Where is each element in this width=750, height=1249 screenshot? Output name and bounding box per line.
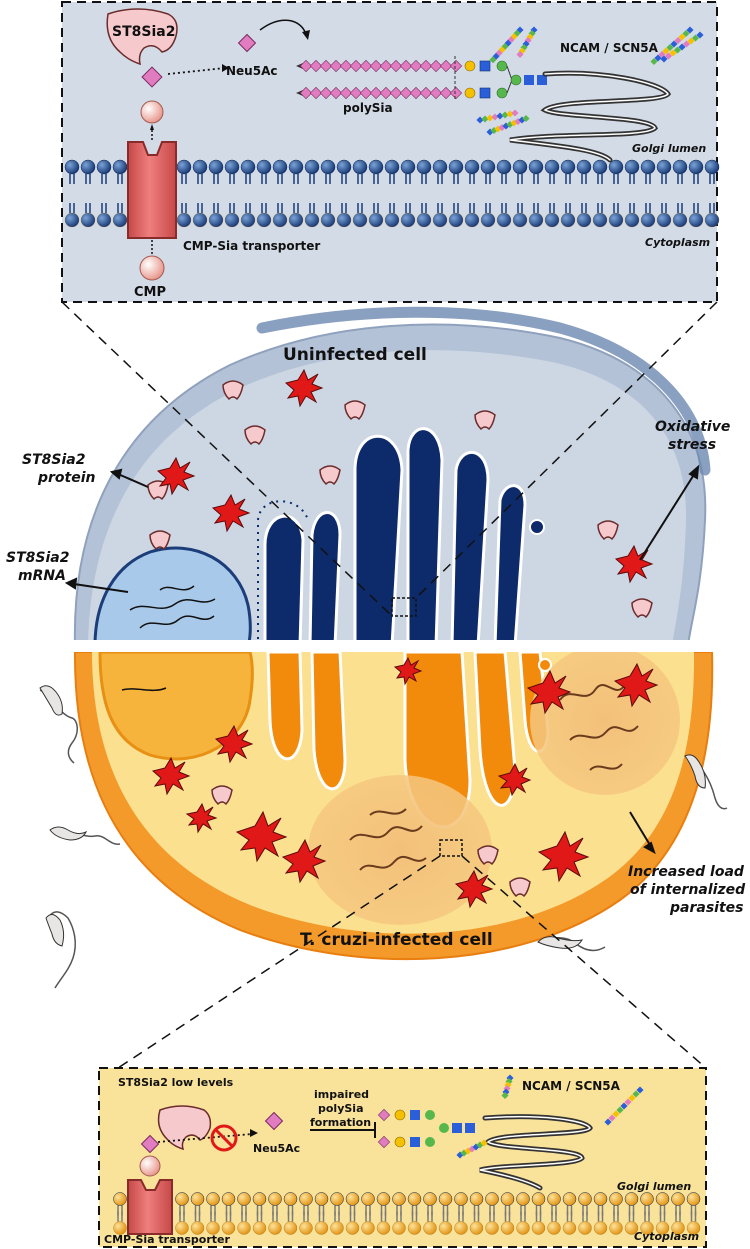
golgi-lumen-label-bottom: Golgi lumen: [617, 1180, 691, 1193]
oxidative-stress-stars: [151, 368, 659, 909]
protein-callout-line2: protein: [37, 470, 96, 486]
parasite-callout-line3: parasites: [669, 900, 743, 916]
blocked-icon: [210, 1124, 238, 1152]
zoom-box-top: [391, 597, 417, 617]
infected-half: [73, 652, 714, 961]
bottom-panel: [98, 1067, 707, 1248]
neu5ac-label: Neu5Ac: [226, 64, 277, 78]
target-label: NCAM / SCN5A: [560, 41, 659, 55]
target-label-bottom: NCAM / SCN5A: [522, 1079, 621, 1093]
parasite-callout-line1: Increased load: [628, 864, 745, 880]
cmp-sphere: [139, 255, 165, 281]
mrna-callout-line1: ST8Sia2: [6, 550, 69, 566]
uninfected-half: [73, 306, 711, 640]
st8sia2-enzyme: [106, 8, 178, 66]
mrna-callout-line2: mRNA: [18, 568, 66, 584]
polysia-label: polySia: [343, 101, 393, 115]
cmp-sia-transporter-top: [127, 141, 177, 239]
enzyme-blobs: [147, 380, 653, 898]
st8sia2-enzyme-low: [157, 1105, 212, 1151]
uninfected-title: Uninfected cell: [283, 345, 427, 365]
infected-title: T. cruzi-infected cell: [300, 930, 493, 950]
enzyme-label: ST8Sia2: [112, 24, 175, 40]
polysia-chains: [296, 56, 547, 100]
golgi-blue: [263, 427, 527, 640]
stress-callout-line2: stress: [668, 437, 716, 453]
parasite-vacuole: [308, 775, 492, 925]
zoom-box-bottom: [439, 839, 463, 857]
impaired-line2: polySia: [318, 1102, 364, 1115]
top-panel: [61, 1, 720, 303]
impaired-line3: formation: [310, 1116, 371, 1129]
golgi-lumen-label: Golgi lumen: [632, 142, 706, 155]
glycan-branches-top: [476, 26, 704, 136]
parasite-callout-line2: of internalized: [630, 882, 746, 898]
mrna-strands: [129, 585, 216, 629]
membrane-bottom: [113, 1192, 701, 1235]
short-glycan-chains: [377, 1108, 475, 1149]
cmp-sia-transporter-bottom: [127, 1179, 173, 1235]
cell: [60, 306, 720, 961]
amastigotes: [349, 684, 639, 871]
stress-callout-line1: Oxidative: [655, 419, 730, 435]
transporter-label-bottom: CMP-Sia transporter: [104, 1233, 230, 1246]
neu5ac-label-bottom: Neu5Ac: [253, 1142, 300, 1155]
membrane-top: [64, 159, 720, 228]
cmp-label: CMP: [134, 285, 166, 300]
cytoplasm-label: Cytoplasm: [645, 236, 710, 249]
cytoplasm-label-bottom: Cytoplasm: [634, 1230, 699, 1243]
parasite-vacuole: [530, 652, 680, 795]
protein-callout-line1: ST8Sia2: [22, 452, 85, 468]
enzyme-low-label: ST8Sia2 low levels: [118, 1076, 234, 1089]
impaired-line1: impaired: [314, 1088, 369, 1101]
golgi-vesicle-dots: [257, 500, 309, 640]
transporter-label: CMP-Sia transporter: [183, 239, 320, 253]
callout-arrows: [64, 464, 700, 855]
zoom-guides: [61, 301, 718, 1069]
